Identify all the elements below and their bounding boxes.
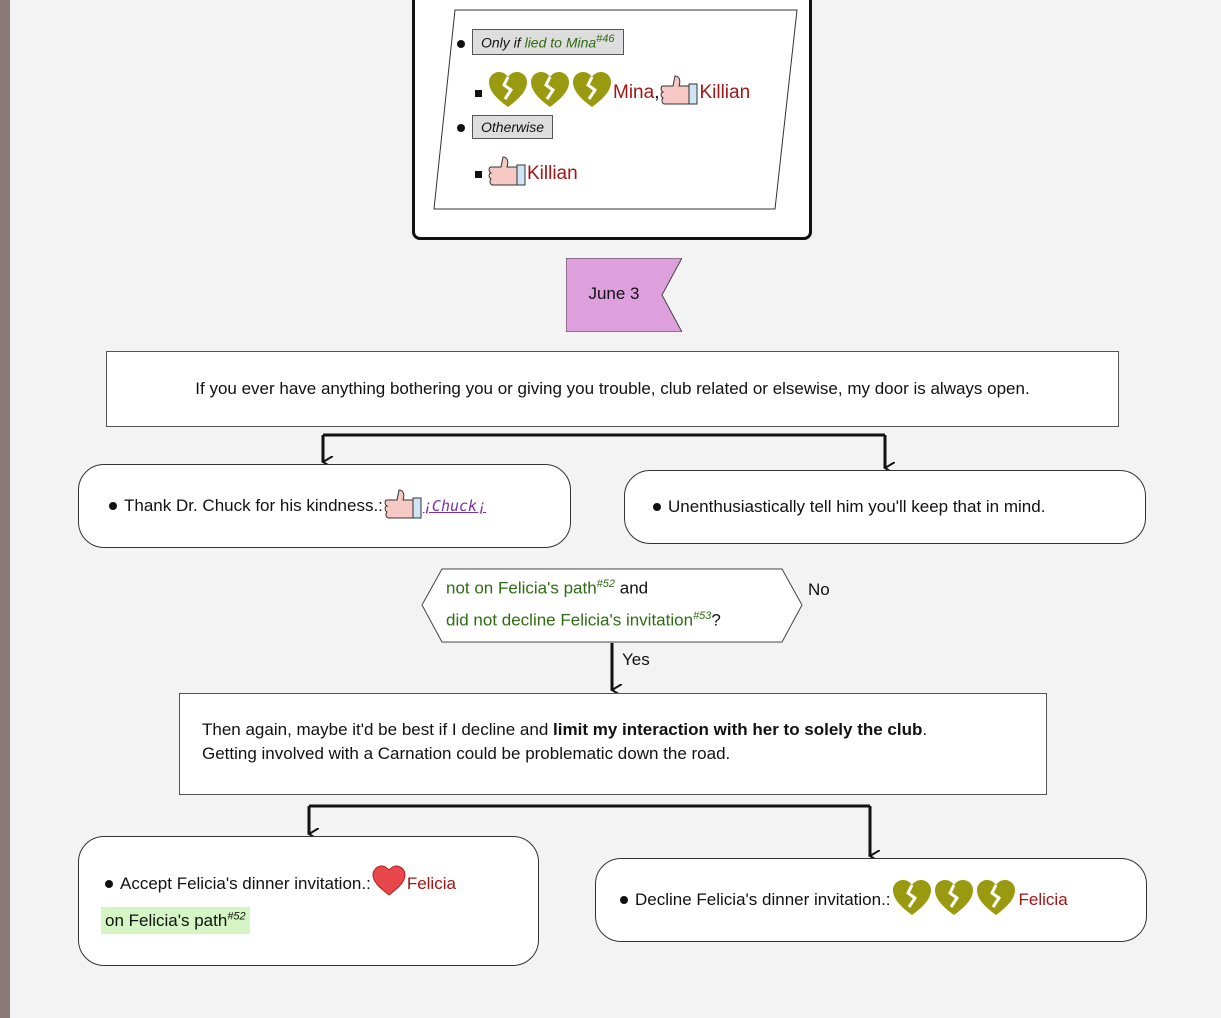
- name-felicia: Felicia: [1018, 890, 1068, 909]
- cond-text-1: not on Felicia's path: [446, 578, 597, 598]
- condition-hexagon: not on Felicia's path#52 and did not dec…: [420, 568, 804, 643]
- hexagon-shape: [421, 568, 803, 643]
- outcome-row-2: Killian: [475, 155, 578, 193]
- flag-row: on Felicia's path#52: [101, 906, 538, 934]
- date-tag-shape: [566, 258, 682, 332]
- broken-heart-icon: [529, 71, 571, 115]
- thumbs-up-icon: [383, 488, 423, 525]
- left-edge-strip: [0, 0, 10, 1018]
- parallelogram-frame: [433, 9, 798, 210]
- square-bullet-icon: [475, 170, 482, 178]
- bullet-icon: [109, 502, 117, 510]
- condition-line-1: not on Felicia's path#52 and: [446, 578, 648, 599]
- cond-otherwise: Otherwise: [472, 115, 554, 139]
- cond-question: ?: [711, 610, 721, 630]
- bullet-icon: [457, 124, 465, 133]
- branch-no-label: No: [808, 580, 830, 599]
- bullet-icon: [105, 879, 113, 888]
- broken-heart-icon: [571, 71, 613, 115]
- dialogue-box-1: If you ever have anything bothering you …: [106, 351, 1119, 427]
- flag-text: on Felicia's path: [105, 910, 228, 930]
- cond-prefix: Only if: [481, 34, 521, 51]
- dialogue-2-bold: limit my interaction with her to solely …: [553, 720, 923, 739]
- broken-heart-icon: [891, 879, 933, 922]
- choice-accept-dinner[interactable]: Accept Felicia's dinner invitation.: Fel…: [78, 836, 539, 966]
- flag-ref: #52: [227, 910, 246, 922]
- outcome-card: Only if lied to Mina#46 Mina, Killian Ot…: [412, 0, 812, 240]
- name-killian: Killian: [527, 163, 578, 184]
- accept-row: Accept Felicia's dinner invitation.: Fel…: [105, 865, 538, 902]
- broken-heart-icon: [933, 879, 975, 922]
- condition-line-2: did not decline Felicia's invitation#53?: [446, 610, 721, 631]
- cond-ref: #46: [596, 33, 615, 45]
- choice-text: Unenthusiastically tell him you'll keep …: [668, 497, 1046, 516]
- name-mina: Mina: [613, 82, 655, 103]
- date-tag: June 3: [566, 258, 682, 332]
- dialogue-2-part-1: Then again, maybe it'd be best if I decl…: [202, 720, 549, 739]
- comma: ,: [654, 82, 660, 103]
- name-felicia: Felicia: [406, 873, 456, 893]
- bullet-icon: [457, 39, 465, 48]
- chuck-link[interactable]: ¡Chuck¡: [422, 497, 487, 515]
- choice-decline-dinner[interactable]: Decline Felicia's dinner invitation.: Fe…: [595, 858, 1147, 942]
- bullet-icon: [653, 503, 661, 511]
- thumbs-up-icon: [659, 74, 699, 112]
- dialogue-box-2: Then again, maybe it'd be best if I decl…: [179, 693, 1047, 795]
- broken-heart-icon: [487, 71, 529, 115]
- date-label: June 3: [588, 284, 640, 303]
- cond-text-2: did not decline Felicia's invitation: [446, 610, 694, 630]
- cond-ref-1: #52: [596, 578, 616, 590]
- path-flag: on Felicia's path#52: [101, 906, 250, 934]
- condition-row-1: Only if lied to Mina#46: [457, 29, 624, 55]
- choice-thank-chuck[interactable]: Thank Dr. Chuck for his kindness.: ¡Chuc…: [78, 464, 571, 548]
- condition-row-2: Otherwise: [457, 115, 554, 139]
- dialogue-2-period: .: [922, 720, 928, 739]
- dialogue-text-1: If you ever have anything bothering you …: [195, 379, 1030, 398]
- thumbs-up-icon: [487, 155, 527, 193]
- choice-unenthusiastic[interactable]: Unenthusiastically tell him you'll keep …: [624, 470, 1146, 544]
- bullet-icon: [620, 896, 628, 904]
- branch-yes-label: Yes: [622, 650, 650, 669]
- cond-ref-2: #53: [693, 610, 712, 622]
- broken-heart-icon: [975, 879, 1017, 922]
- cond-and: and: [619, 578, 649, 598]
- choice-text: Thank Dr. Chuck for his kindness.:: [124, 496, 383, 515]
- choice-text: Decline Felicia's dinner invitation.:: [635, 890, 891, 909]
- choice-text: Accept Felicia's dinner invitation.:: [120, 873, 371, 893]
- outcome-row-1: Mina, Killian: [475, 71, 750, 115]
- name-killian: Killian: [699, 82, 751, 103]
- dialogue-2-line-1: Then again, maybe it'd be best if I decl…: [202, 718, 1046, 742]
- cond-variable: lied to Mina: [524, 34, 597, 51]
- heart-icon: [371, 865, 407, 902]
- square-bullet-icon: [475, 89, 482, 97]
- dialogue-2-line-2: Getting involved with a Carnation could …: [202, 744, 731, 763]
